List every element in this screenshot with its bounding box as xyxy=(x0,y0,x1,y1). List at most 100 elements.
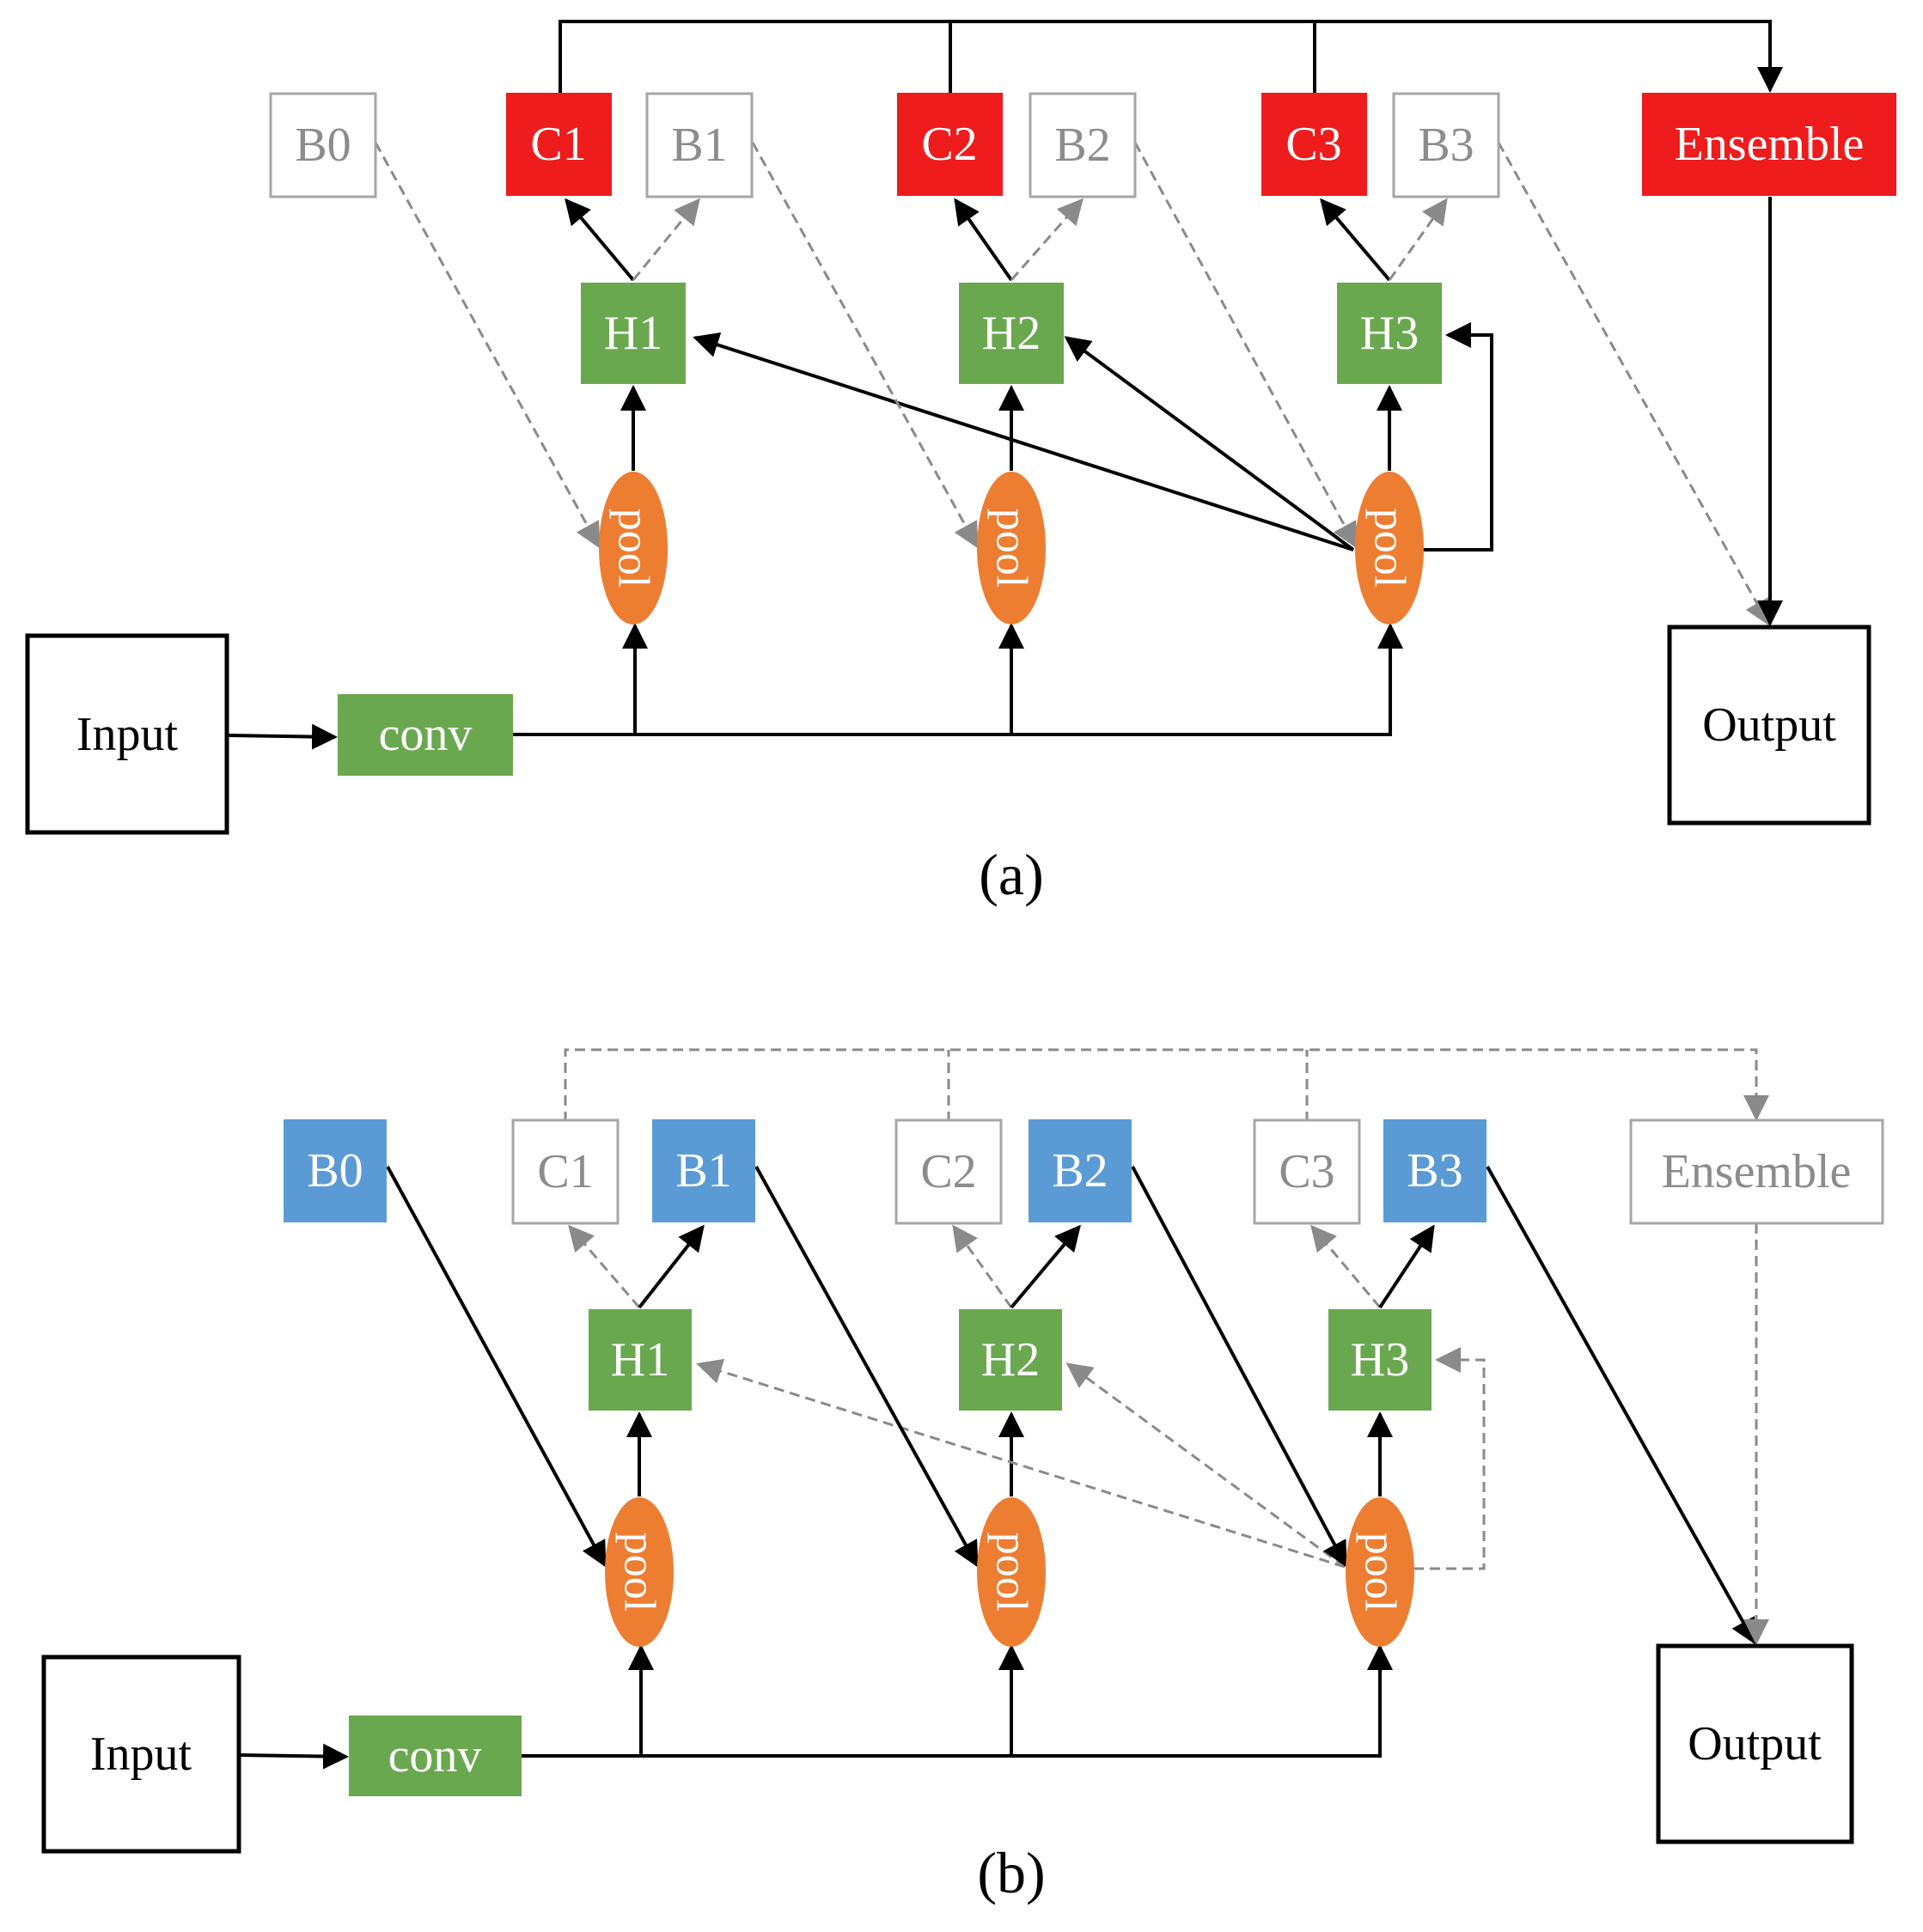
b-conv-node: conv xyxy=(349,1716,522,1796)
a-head-h1: H1 xyxy=(581,283,686,384)
a-branch-b0-label: B0 xyxy=(295,119,351,172)
a-pool3-to-h2 xyxy=(1064,336,1355,552)
b-ensemble-label: Ensemble xyxy=(1662,1145,1852,1198)
b-b1-to-pool2 xyxy=(754,1166,979,1568)
b-classifier-c3-label: C3 xyxy=(1279,1145,1334,1198)
a-classifier-c2-label: C2 xyxy=(921,118,977,171)
b-h3-to-c3 xyxy=(1310,1224,1382,1308)
a-h2-to-c2 xyxy=(954,198,1013,282)
a-head-h1-label: H1 xyxy=(604,307,662,360)
a-pool-3: pool xyxy=(1355,472,1424,625)
a-caption: (a) xyxy=(979,842,1043,907)
b-h2-to-c2 xyxy=(952,1224,1013,1308)
b-pool-2-label: pool xyxy=(987,1533,1036,1612)
a-branch-b3: B3 xyxy=(1392,92,1500,198)
b-pool3-to-h3-loop xyxy=(1413,1347,1486,1570)
a-classifier-c3-label: C3 xyxy=(1285,118,1341,171)
a-head-h3-label: H3 xyxy=(1360,307,1419,360)
b-conv-bus xyxy=(522,1644,1393,1758)
panel-a: Input conv Output pool pool pool H1 xyxy=(25,20,1896,907)
a-h2-to-b2 xyxy=(1010,198,1084,281)
a-conv-bus xyxy=(513,623,1403,736)
a-pool3-to-h3-loop xyxy=(1422,322,1493,552)
a-b2-to-pool3 xyxy=(1133,142,1358,549)
b-classifier-c2: C2 xyxy=(894,1118,1003,1225)
b-classifier-c3: C3 xyxy=(1253,1118,1361,1225)
a-ensemble-label: Ensemble xyxy=(1675,118,1865,171)
b-branch-b1-label: B1 xyxy=(675,1144,731,1198)
b-pool3-to-h2 xyxy=(1065,1362,1346,1569)
b-classifier-bus xyxy=(564,1048,1769,1122)
a-classifier-bus xyxy=(559,20,1783,95)
b-b2-to-pool3 xyxy=(1131,1166,1347,1568)
a-branch-b3-label: B3 xyxy=(1418,119,1474,172)
a-pool-2-label: pool xyxy=(987,509,1036,588)
a-input-to-conv xyxy=(226,723,338,750)
a-head-h2-label: H2 xyxy=(982,307,1041,360)
b-b0-to-pool1 xyxy=(386,1166,607,1568)
b-classifier-c2-label: C2 xyxy=(920,1145,976,1198)
b-input-label: Input xyxy=(90,1728,192,1781)
a-input-node: Input xyxy=(25,633,229,835)
b-pool-1-label: pool xyxy=(615,1533,664,1612)
a-branch-b0: B0 xyxy=(269,92,377,198)
b-branch-b0-label: B0 xyxy=(307,1144,363,1198)
a-output-label: Output xyxy=(1702,698,1836,752)
a-pool3-to-h1 xyxy=(693,332,1354,552)
b-input-to-conv xyxy=(238,1743,349,1770)
a-h3-to-b3 xyxy=(1388,198,1448,281)
a-branch-b2: B2 xyxy=(1029,92,1137,198)
b-branch-b3: B3 xyxy=(1383,1119,1487,1222)
b-caption: (b) xyxy=(977,1840,1045,1905)
b-head-h1: H1 xyxy=(589,1309,692,1411)
b-input-node: Input xyxy=(41,1655,241,1854)
a-pool-1-label: pool xyxy=(609,509,658,588)
panel-a-connectors xyxy=(226,20,1783,750)
panel-b: Input conv Output pool pool pool H1 xyxy=(41,1048,1884,1905)
a-b1-to-pool2 xyxy=(751,142,979,549)
a-conv-node: conv xyxy=(338,694,513,776)
b-classifier-c1-label: C1 xyxy=(537,1145,593,1198)
a-classifier-c2: C2 xyxy=(897,93,1003,196)
b-pool-3: pool xyxy=(1346,1497,1414,1647)
b-branch-b2: B2 xyxy=(1029,1119,1132,1222)
b-output-label: Output xyxy=(1688,1717,1822,1770)
b-branch-b1: B1 xyxy=(652,1119,755,1222)
b-b3-to-output xyxy=(1486,1166,1756,1645)
a-pool-2: pool xyxy=(977,472,1046,625)
b-ensemble-node: Ensemble xyxy=(1629,1118,1884,1225)
a-head-h3: H3 xyxy=(1337,283,1442,384)
b-branch-b0: B0 xyxy=(284,1119,387,1222)
a-h3-to-c3 xyxy=(1320,198,1391,282)
a-output-node: Output xyxy=(1667,625,1871,826)
a-ensemble-node: Ensemble xyxy=(1642,93,1896,196)
a-pool-1: pool xyxy=(599,472,668,625)
b-head-h3-label: H3 xyxy=(1351,1333,1409,1387)
b-pool3-to-h1 xyxy=(696,1358,1346,1569)
b-branch-b2-label: B2 xyxy=(1052,1144,1108,1198)
b-output-node: Output xyxy=(1656,1643,1854,1844)
a-pool-3-label: pool xyxy=(1365,509,1414,588)
b-head-h1-label: H1 xyxy=(611,1333,669,1387)
a-branch-b2-label: B2 xyxy=(1054,119,1110,172)
a-input-label: Input xyxy=(76,708,179,761)
b-head-h2: H2 xyxy=(959,1309,1062,1411)
b-branch-b3-label: B3 xyxy=(1407,1144,1462,1198)
b-conv-label: conv xyxy=(388,1729,482,1783)
a-head-h2: H2 xyxy=(959,283,1064,384)
a-classifier-c1-label: C1 xyxy=(530,118,586,171)
a-b0-to-pool1 xyxy=(374,142,601,549)
a-h1-to-b1 xyxy=(632,198,700,281)
b-head-h3: H3 xyxy=(1328,1309,1432,1411)
b-head-h2-label: H2 xyxy=(981,1333,1040,1387)
a-conv-label: conv xyxy=(379,708,473,761)
b-pool-1: pool xyxy=(605,1497,674,1647)
b-pool-3-label: pool xyxy=(1356,1533,1405,1612)
a-branch-b1-label: B1 xyxy=(671,119,727,172)
a-branch-b1: B1 xyxy=(645,92,754,198)
b-pool-2: pool xyxy=(977,1497,1046,1647)
b-h1-to-b1 xyxy=(638,1224,705,1309)
b-h3-to-b3 xyxy=(1378,1224,1435,1309)
a-b3-to-output xyxy=(1497,142,1770,626)
